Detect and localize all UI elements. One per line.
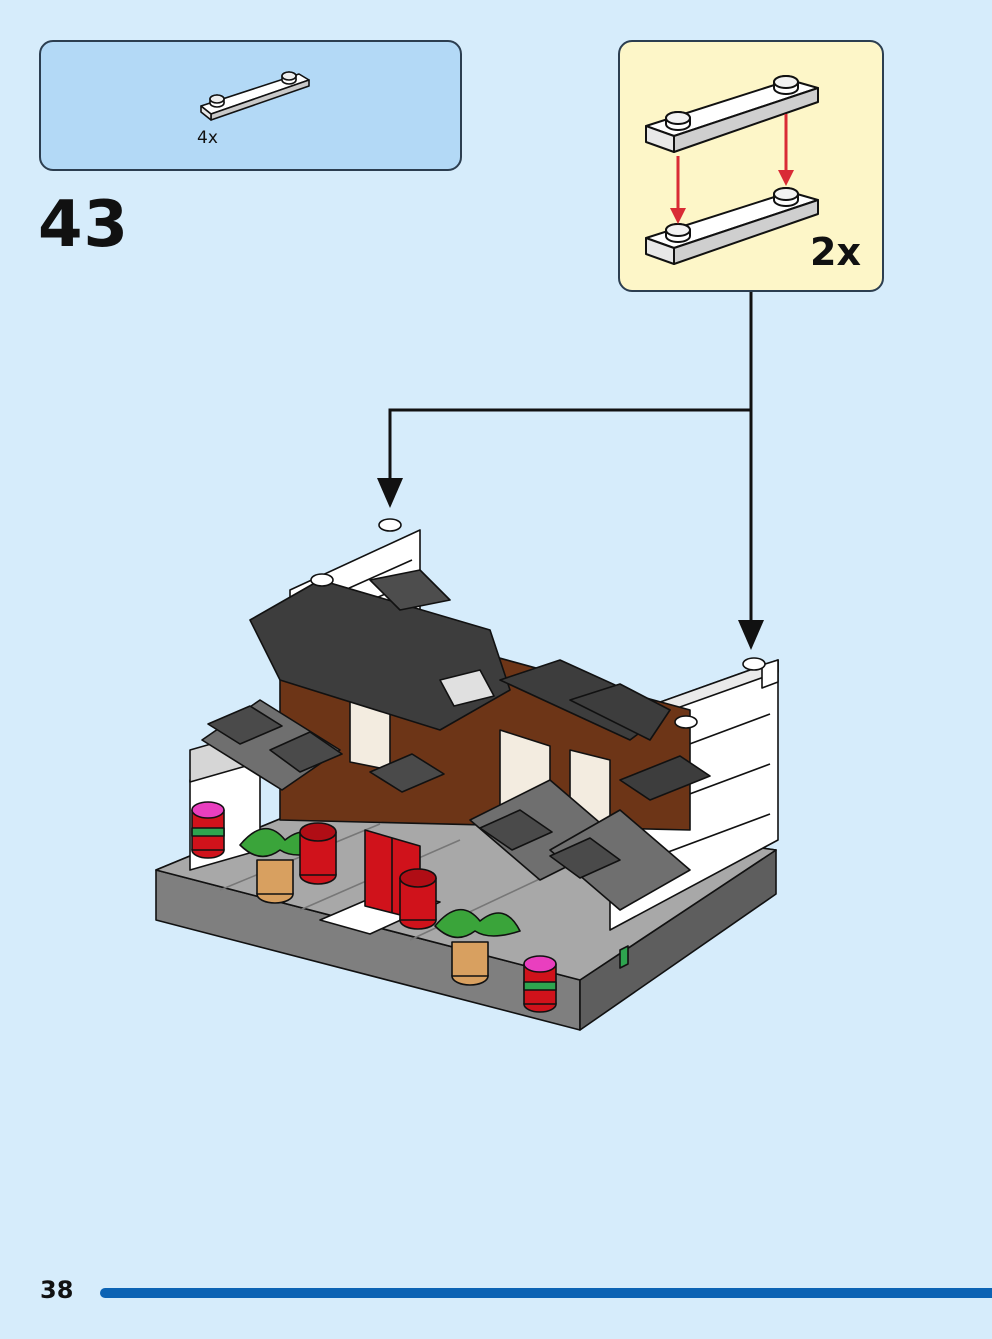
callout-arrows (377, 292, 764, 650)
step-number: 43 (38, 188, 130, 262)
part-quantity: 4x (197, 128, 218, 148)
parts-list-panel: 4x (39, 40, 462, 171)
subassembly-quantity: 2x (810, 230, 861, 274)
plate-stack-icon (645, 75, 819, 265)
arrow-down-icon (377, 478, 403, 508)
footer-progress-bar (100, 1288, 992, 1298)
subassembly-panel: 2x (618, 40, 884, 292)
plate-1x4-white-icon (200, 71, 310, 121)
model-illustration (155, 518, 779, 1031)
page-number: 38 (40, 1276, 74, 1304)
arrow-down-icon (738, 620, 764, 650)
